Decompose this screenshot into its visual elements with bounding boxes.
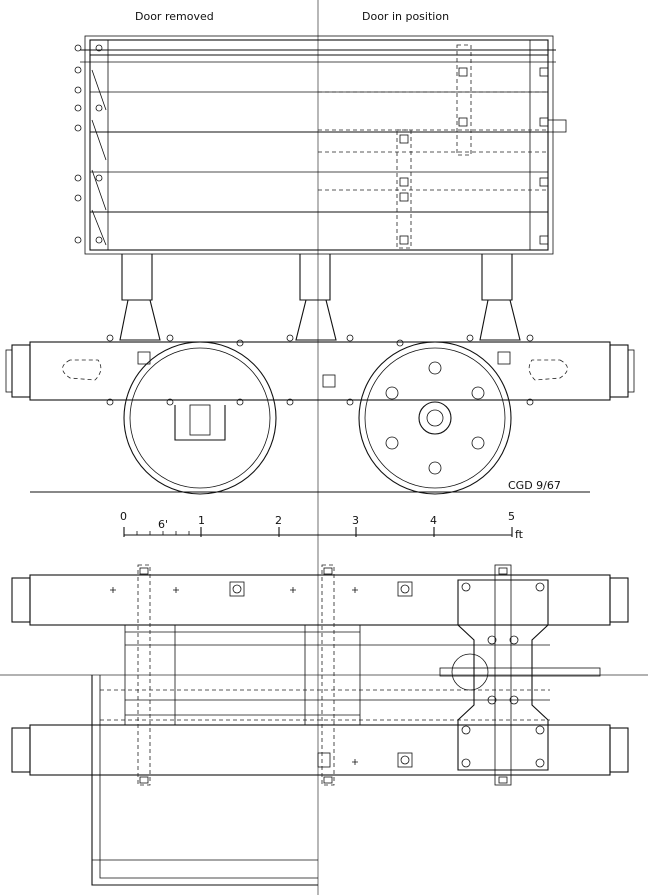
underframe [5,334,635,406]
wagon-body [74,35,567,255]
drawing-signature: CGD 9/67 [508,479,561,492]
scale-unit: ft [515,528,524,541]
scale-tick-5: 5 [508,510,515,523]
wheel-left [123,341,277,495]
scale-tick-4: 4 [430,514,437,527]
scale-tick-1: 1 [198,514,205,527]
door-removed-label: Door removed [135,10,214,23]
scale-tick-3: 3 [352,514,359,527]
suspension-hangers [119,254,521,341]
wheel-right [358,341,512,495]
scale-sub-label: 6' [158,518,168,531]
door-in-position-label: Door in position [362,10,449,23]
scale-tick-0: 0 [120,510,127,523]
plan-view [0,564,648,886]
scale-tick-2: 2 [275,514,282,527]
scale-bar: 0 1 2 3 4 5 6' ft [120,510,524,541]
